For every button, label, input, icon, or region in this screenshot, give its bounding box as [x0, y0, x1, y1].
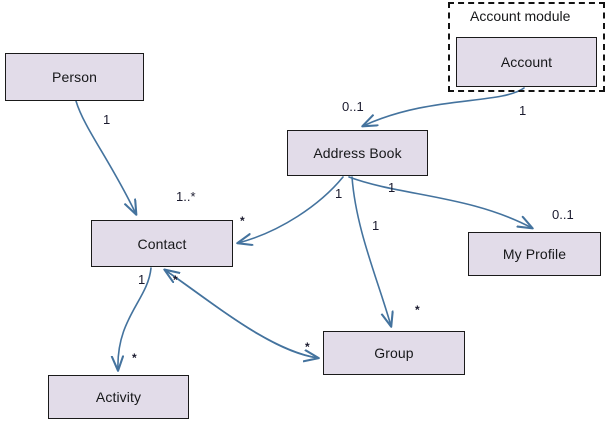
multiplicity-addressbook-top: 0..1 — [342, 99, 364, 114]
class-box-group[interactable]: Group — [323, 331, 465, 375]
multiplicity-contact-from-person: 1..* — [176, 189, 196, 204]
multiplicity-group-left-star: * — [305, 340, 310, 354]
connector-account-addressbook — [363, 87, 525, 126]
class-box-person[interactable]: Person — [5, 53, 144, 101]
class-box-addressbook[interactable]: Address Book — [287, 130, 428, 176]
class-box-activity[interactable]: Activity — [48, 375, 189, 419]
multiplicity-contact-bottom-one: 1 — [138, 272, 146, 287]
class-box-account[interactable]: Account — [456, 37, 597, 87]
account-module-label: Account module — [470, 8, 571, 24]
connector-addressbook-group — [351, 176, 391, 326]
multiplicity-addressbook-down: 1 — [372, 218, 380, 233]
multiplicity-account-end: 1 — [519, 103, 527, 118]
multiplicity-addressbook-right: 1 — [388, 180, 396, 195]
class-box-contact[interactable]: Contact — [91, 220, 233, 267]
connector-group-contact — [165, 270, 319, 359]
multiplicity-person-end: 1 — [103, 112, 111, 127]
connector-addressbook-contact — [238, 176, 344, 243]
multiplicity-contact-bottom-star: * — [173, 273, 178, 287]
multiplicity-addressbook-left: 1 — [335, 186, 343, 201]
multiplicity-myprofile-end: 0..1 — [552, 207, 574, 222]
class-box-myprofile[interactable]: My Profile — [468, 232, 601, 276]
connector-contact-group — [164, 269, 318, 358]
account-module-frame — [448, 2, 605, 92]
multiplicity-activity-end-star: * — [132, 351, 137, 365]
multiplicity-group-top-star: * — [415, 303, 420, 317]
multiplicity-contact-right-star: * — [240, 214, 245, 228]
